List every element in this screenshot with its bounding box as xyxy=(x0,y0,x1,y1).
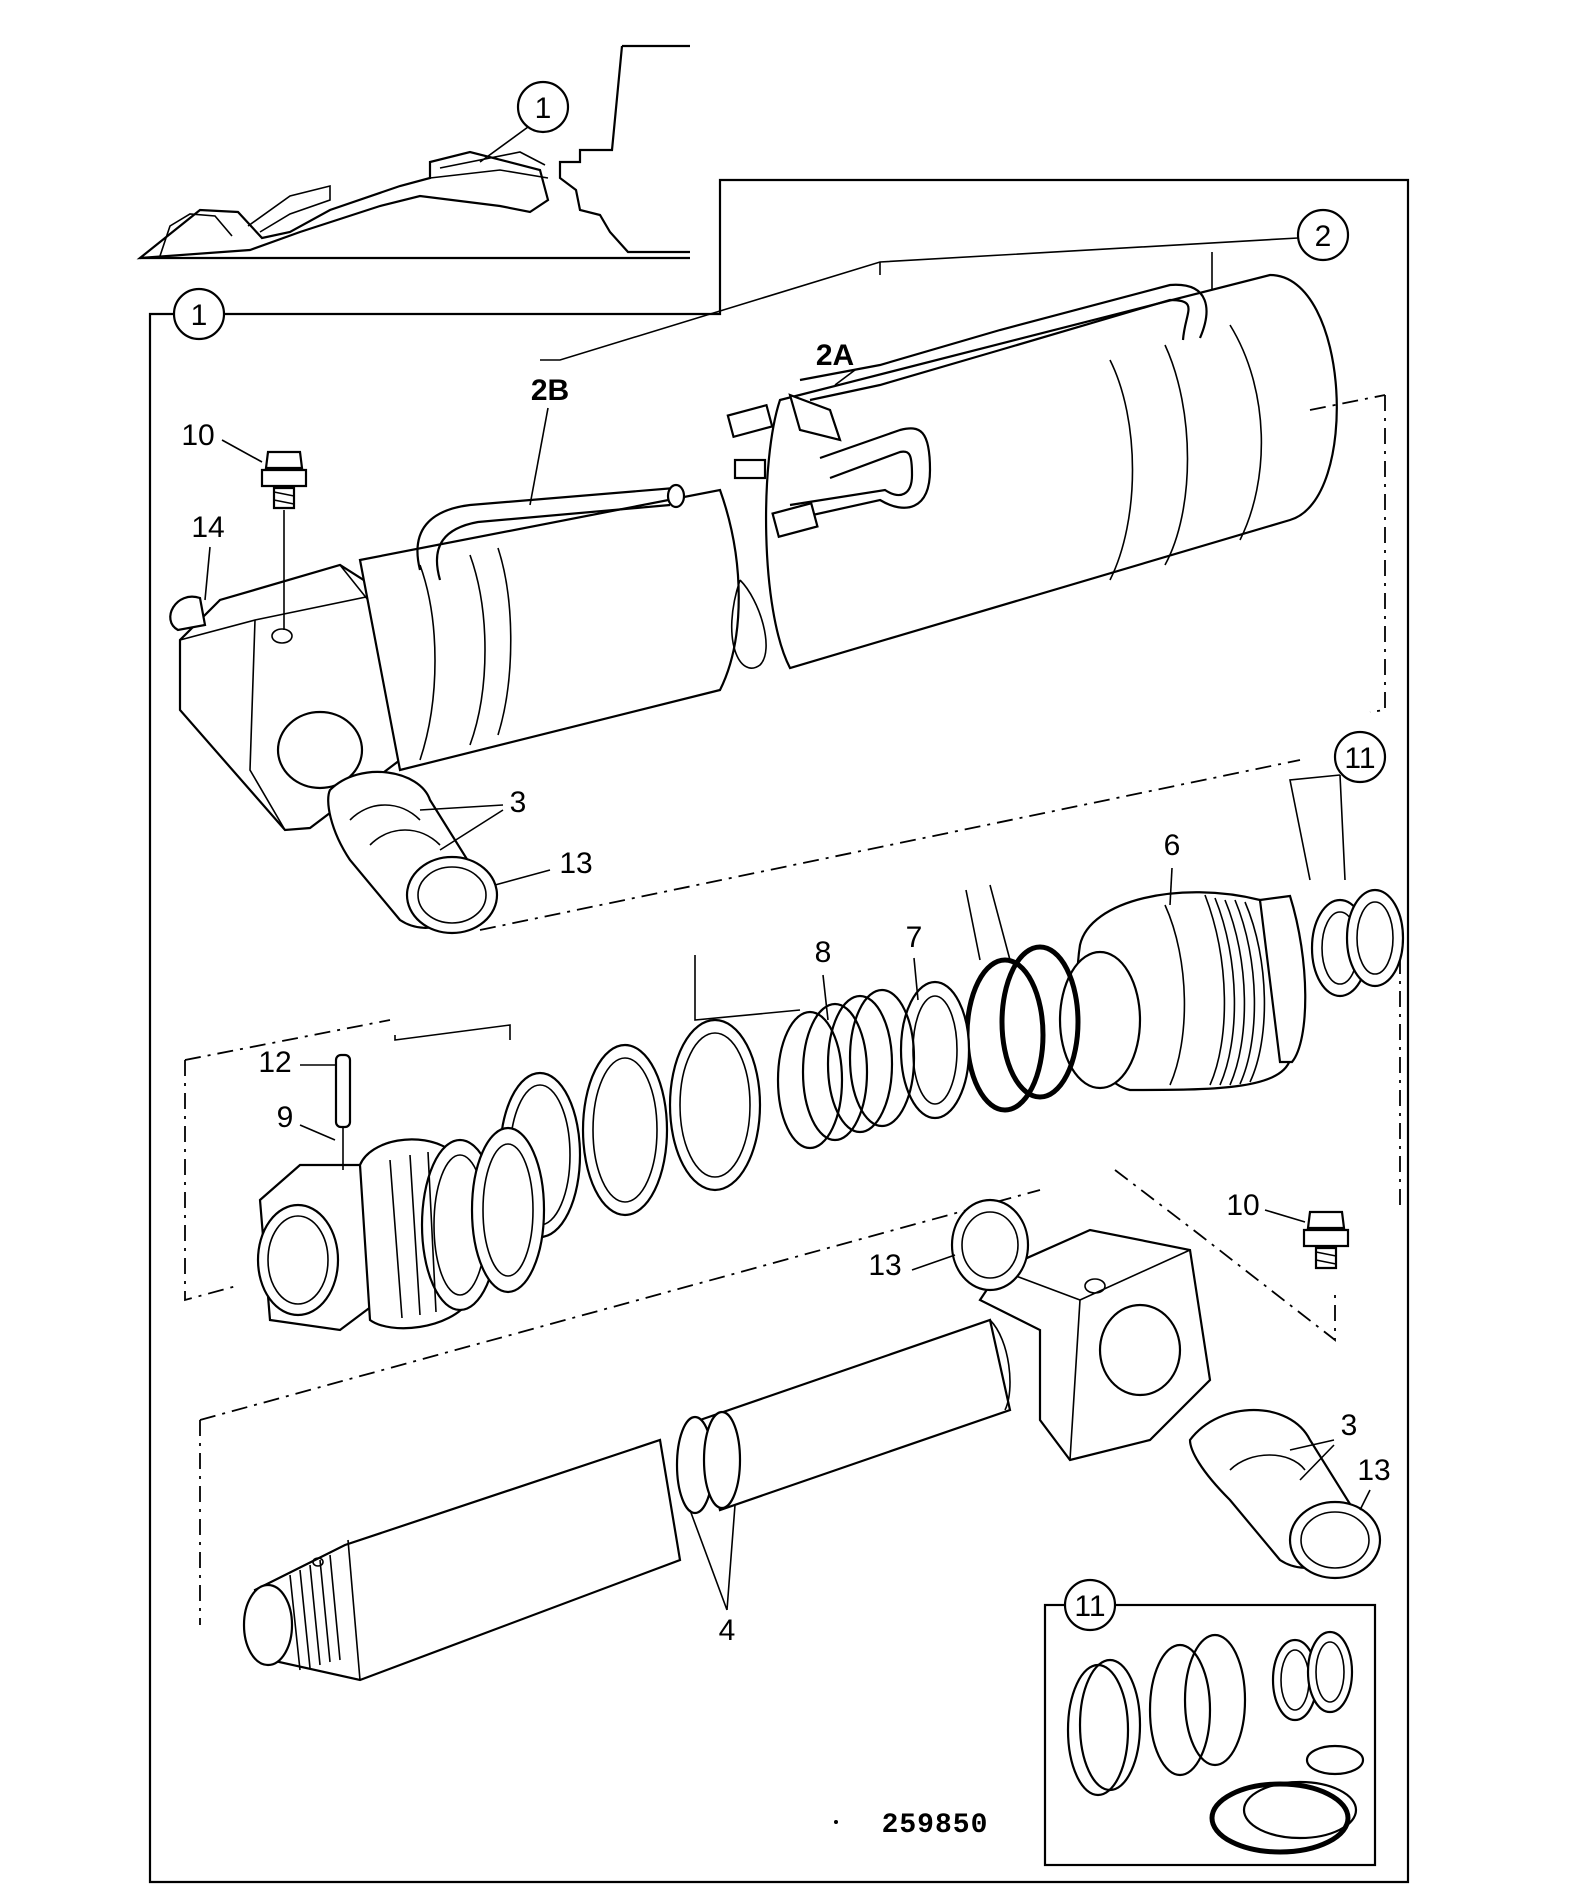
callout-2: 2 xyxy=(1315,220,1332,253)
callout-circle-1-top xyxy=(516,80,570,134)
callout-circle-11-inset xyxy=(1063,1578,1117,1632)
piston-head xyxy=(1058,888,1405,1092)
machine-location-thumbnail xyxy=(136,44,690,260)
label-12: 12 xyxy=(258,1046,291,1079)
label-13-top: 13 xyxy=(559,847,592,880)
callout-circle-1-frame xyxy=(172,287,226,341)
label-6: 6 xyxy=(1164,829,1181,862)
bush-assembly-top xyxy=(327,770,499,935)
callout-11-inset: 11 xyxy=(1074,1590,1105,1623)
label-2b: 2B xyxy=(531,374,569,407)
grease-nipple-top xyxy=(260,450,308,630)
seal-kit-inset-frame xyxy=(1043,1603,1377,1867)
label-7: 7 xyxy=(906,921,923,954)
label-10-top: 10 xyxy=(181,419,214,452)
callout-circle-11 xyxy=(1333,730,1387,784)
callout-11: 11 xyxy=(1344,742,1375,775)
cylinder-barrel xyxy=(169,273,1386,832)
label-8: 8 xyxy=(815,936,832,969)
label-14: 14 xyxy=(191,511,224,544)
label-2a: 2A xyxy=(816,339,854,372)
seal-rings xyxy=(498,944,1081,1239)
label-10-bottom: 10 xyxy=(1226,1189,1259,1222)
label-13-mid: 13 xyxy=(868,1249,901,1282)
assembly-frame xyxy=(148,178,1410,1884)
label-4: 4 xyxy=(719,1614,736,1647)
callout-circle-2 xyxy=(1296,208,1350,262)
rod-eye xyxy=(950,1198,1212,1462)
roll-pin xyxy=(334,1053,352,1170)
seal-kit-inset-parts xyxy=(1066,1630,1365,1855)
label-3-top: 3 xyxy=(510,786,527,819)
gland-assembly xyxy=(256,1126,546,1332)
bush-assembly-bottom xyxy=(1188,1409,1382,1580)
label-13-bottom: 13 xyxy=(1357,1454,1390,1487)
callout-1-frame: 1 xyxy=(191,299,208,332)
piston-rod xyxy=(242,1318,1012,1682)
grease-nipple-bottom xyxy=(1302,1210,1350,1270)
reference-number: 259850 xyxy=(882,1810,989,1841)
callout-1-top: 1 xyxy=(535,92,552,125)
label-9: 9 xyxy=(277,1101,294,1134)
label-3-bottom: 3 xyxy=(1341,1409,1358,1442)
